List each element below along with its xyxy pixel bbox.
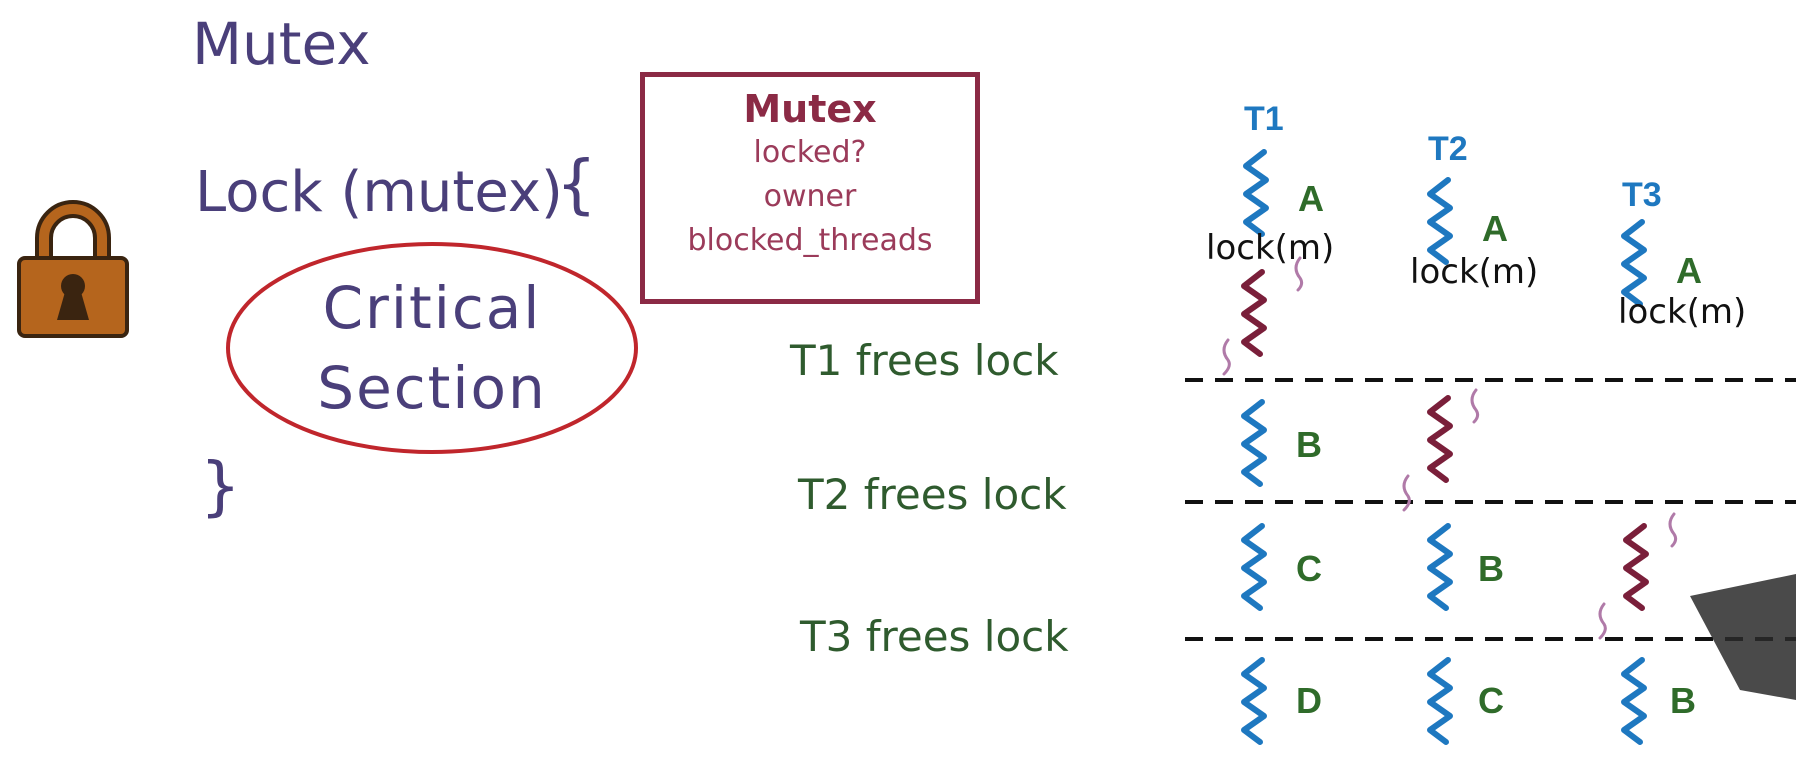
t1-squiggle-a: [1243, 149, 1269, 237]
mutex-heading: Mutex: [192, 10, 371, 78]
t1-segment-b: B: [1296, 424, 1322, 465]
t3-squiggle-critical: [1623, 523, 1649, 611]
t3-segment-a: A: [1676, 250, 1702, 291]
t3-lock-call: lock(m): [1618, 292, 1747, 332]
critical-section-label: Critical Section: [312, 268, 552, 428]
field-locked: locked?: [753, 135, 867, 170]
t1-segment-a: A: [1298, 178, 1324, 219]
t1-squiggle-b: [1241, 399, 1267, 487]
t1-open-brace-mark: [1294, 256, 1304, 292]
t2-squiggle-a: [1427, 177, 1453, 265]
t1-segment-c: C: [1296, 548, 1322, 589]
event-t3-frees-lock: T3 frees lock: [800, 612, 1069, 661]
thread-label-t1: T1: [1244, 100, 1284, 138]
padlock-icon: [17, 200, 129, 338]
t2-close-brace-mark: [1402, 474, 1411, 512]
open-brace: {: [556, 148, 597, 222]
t2-squiggle-c: [1427, 657, 1453, 745]
field-blocked-threads: blocked_threads: [687, 223, 933, 258]
critical-section-line-1: Critical: [322, 274, 542, 342]
field-owner: owner: [763, 179, 857, 214]
t2-segment-c: C: [1478, 680, 1504, 721]
thread-label-t2: T2: [1428, 130, 1468, 168]
event-t2-frees-lock: T2 frees lock: [798, 470, 1067, 519]
thread-label-t3: T3: [1622, 176, 1662, 214]
mutex-struct-box: Mutex locked? owner blocked_threads: [640, 72, 980, 304]
event-t1-frees-lock: T1 frees lock: [790, 336, 1059, 385]
pen-tip-icon: [1690, 574, 1796, 700]
t1-close-brace-mark: [1222, 338, 1231, 376]
t1-lock-call: lock(m): [1206, 228, 1335, 268]
t2-squiggle-critical: [1427, 395, 1453, 483]
t3-open-brace-mark: [1668, 512, 1678, 548]
close-brace: }: [200, 450, 241, 524]
t2-segment-b: B: [1478, 548, 1504, 589]
t3-close-brace-mark: [1598, 602, 1607, 640]
critical-section-line-2: Section: [317, 354, 547, 422]
t2-lock-call: lock(m): [1410, 252, 1539, 292]
t1-squiggle-critical: [1241, 269, 1267, 357]
t1-segment-d: D: [1296, 680, 1322, 721]
t3-squiggle-b: [1621, 657, 1647, 745]
mutex-box-title: Mutex: [743, 87, 877, 131]
lock-call-text: Lock (mutex): [195, 160, 563, 225]
t3-squiggle-a: [1621, 219, 1647, 307]
t3-segment-b: B: [1670, 680, 1696, 721]
critical-section-ellipse: [226, 242, 638, 454]
event-lines: [1185, 378, 1796, 641]
t1-squiggle-d: [1241, 657, 1267, 745]
t2-open-brace-mark: [1470, 388, 1480, 424]
t2-segment-a: A: [1482, 208, 1508, 249]
t2-squiggle-b: [1427, 523, 1453, 611]
t1-squiggle-c: [1241, 523, 1267, 611]
